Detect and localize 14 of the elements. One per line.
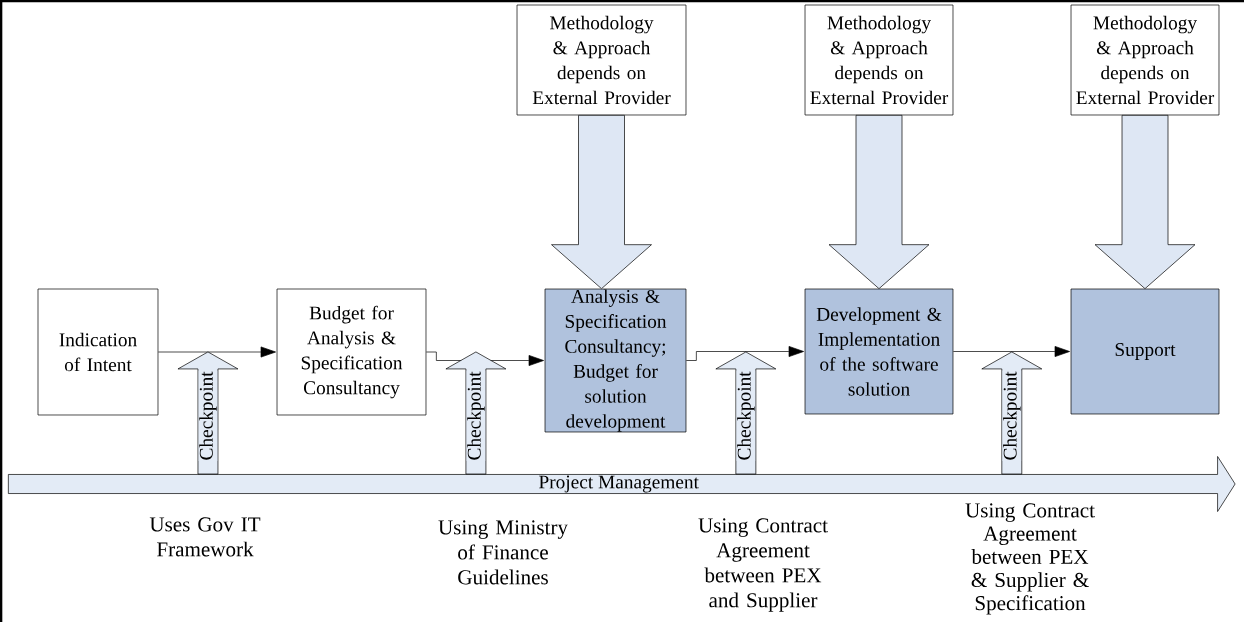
- block-arrow: [828, 115, 930, 289]
- process-box: Indication of Intent: [37, 288, 159, 416]
- process-box: Development & Implementation of the software solution: [804, 288, 954, 415]
- input-box: Methodology & Approach depends on External Provider: [1070, 4, 1220, 116]
- arrow: [686, 346, 804, 361]
- process-box: Budget for Analysis & Specification Consultancy: [276, 288, 427, 416]
- input-box: Methodology & Approach depends on External Provider: [516, 4, 687, 116]
- block-arrow: [551, 115, 652, 290]
- process-box: Support: [1070, 288, 1220, 415]
- input-box: Methodology & Approach depends on External Provider: [804, 4, 954, 116]
- process-box: Analysis & Specification Consultancy; Budget for solution development: [544, 288, 687, 433]
- arrow: [953, 346, 1070, 357]
- block-arrow: [1094, 115, 1196, 289]
- arrow: [158, 346, 276, 358]
